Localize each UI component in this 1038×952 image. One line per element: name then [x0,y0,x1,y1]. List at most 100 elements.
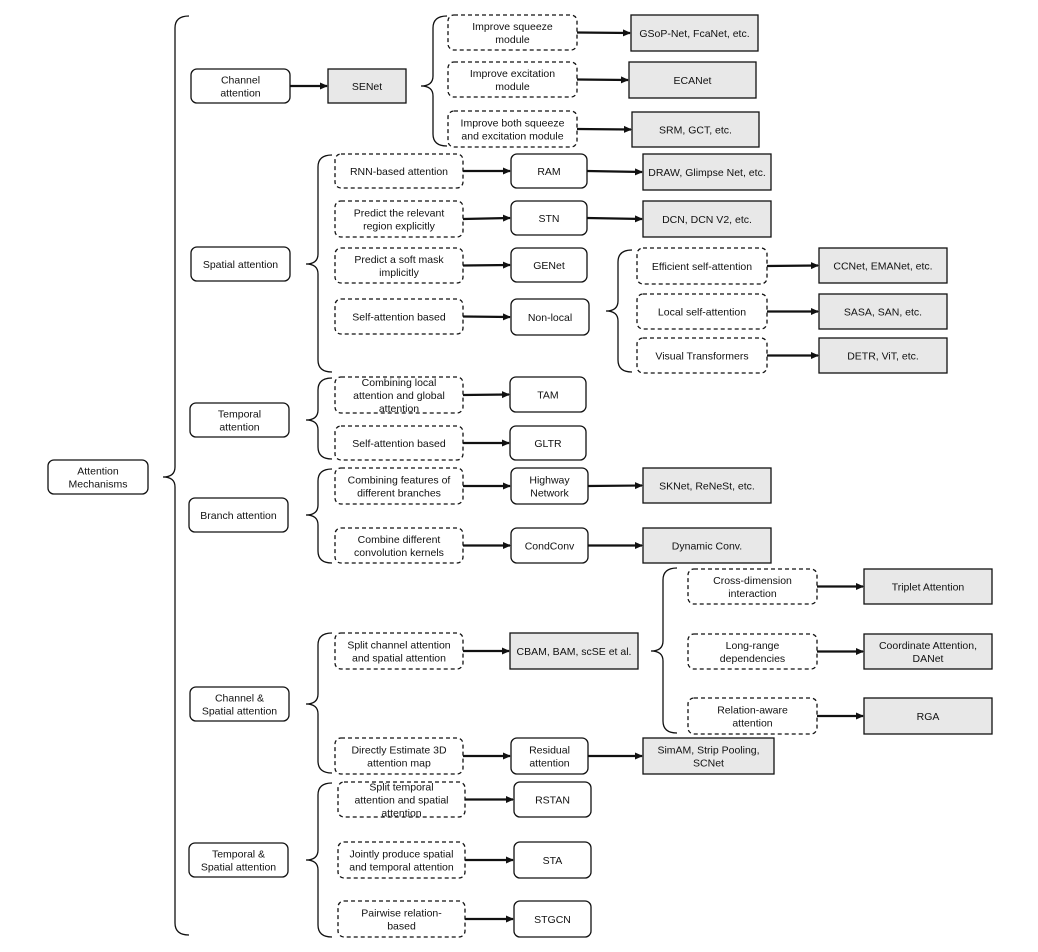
ecanet-node: ECANet [628,61,757,99]
combining-branches-label: Combining features of [348,474,451,486]
dynamic-conv-label: Dynamic Conv. [672,540,742,552]
ram-label: RAM [537,166,560,178]
cbam-box [509,632,639,670]
ram-to-draw-arrow [586,168,643,176]
combining-local-to-tam-arrow [462,391,510,399]
cat-channel-spatial-label: Spatial attention [202,705,277,717]
condconv-label: CondConv [525,540,575,552]
improve-both-to-srm-arrow [576,125,632,133]
genet-box [510,247,588,283]
rstan-label: RSTAN [535,794,570,806]
sta-box [513,841,592,879]
dynamic-conv-box [642,527,772,564]
coordinate-label: Coordinate Attention, [879,640,977,652]
split-channel-label: Split channel attention [347,639,450,651]
improve-excitation-box [447,61,578,98]
improve-both-label: and excitation module [461,130,563,142]
cat-temporal-spatial-label: Spatial attention [201,861,276,873]
dynamic-conv-node: Dynamic Conv. [642,527,772,564]
detr-label: DETR, ViT, etc. [847,350,919,362]
cat-temporal-spatial-node: Temporal &Spatial attention [188,842,289,878]
senet-node: SENet [327,68,407,104]
srm-box [631,111,760,148]
triplet-box [863,568,993,605]
genet-label: GENet [533,260,565,272]
ccnet-node: CCNet, EMANet, etc. [818,247,948,284]
local-self-box [636,293,768,330]
senet-box [327,68,407,104]
improve-excitation-label: module [495,81,530,93]
split-channel-label: and spatial attention [352,652,446,664]
long-range-label: Long-range [726,640,780,652]
combining-local-label: Combining local [362,377,437,389]
gltr-node: GLTR [509,425,587,461]
predict-explicit-label: Predict the relevant [354,207,445,219]
self-att-temporal-label: Self-attention based [352,438,446,450]
jointly-label: Jointly produce spatial [350,848,454,860]
pairwise-box [337,900,466,938]
simam-label: SCNet [693,757,724,769]
relation-aware-box [687,697,818,735]
efficient-self-label: Efficient self-attention [652,261,752,273]
combine-kernels-label: convolution kernels [354,547,444,559]
cat-branch-label: Branch attention [200,510,277,522]
coordinate-node: Coordinate Attention,DANet [863,633,993,670]
efficient-self-box [636,247,768,285]
ccnet-box [818,247,948,284]
combine-kernels-label: Combine different [358,534,441,546]
condconv-box [510,527,589,564]
stgcn-box [513,900,592,938]
combining-branches-box [334,467,464,505]
predict-implicit-label: implicitly [379,267,419,279]
residual-label: Residual [529,744,570,756]
stn-to-dcn-arrow [586,215,643,223]
combining-branches-label: different branches [357,487,441,499]
combining-local-label: attention [379,403,419,415]
root-label: Mechanisms [69,478,128,490]
root-box [47,459,149,495]
dcn-box [642,200,772,238]
self-att-temporal-box [334,425,464,461]
cat-channel-spatial-label: Channel & [215,692,264,704]
cat-branch-box [188,497,289,533]
residual-box [510,737,589,775]
highway-to-sknet-arrow [587,482,643,490]
simam-box [642,737,775,775]
jointly-box [337,841,466,879]
nonlocal-brace [605,249,633,373]
cbam-brace [650,567,678,734]
cbam-label: CBAM, BAM, scSE et al. [517,646,632,658]
draw-label: DRAW, Glimpse Net, etc. [648,167,765,179]
channel-brace [420,15,448,147]
ccnet-label: CCNet, EMANet, etc. [833,260,932,272]
gltr-label: GLTR [534,438,562,450]
temporal-brace [305,377,333,460]
ecanet-label: ECANet [674,75,712,87]
cat-temporal-spatial-label: Temporal & [212,848,265,860]
channel-spatial-brace [305,632,333,774]
cat-channel-label: attention [220,87,260,99]
spatial-brace [305,154,333,373]
improve-squeeze-label: Improve squeeze [472,21,553,33]
highway-label: Network [530,487,569,499]
nonlocal-node: Non-local [510,298,590,336]
simam-node: SimAM, Strip Pooling,SCNet [642,737,775,775]
long-range-label: dependencies [720,653,785,665]
cat-channel-box [190,68,291,104]
cat-channel-spatial-box [189,686,290,722]
local-self-node: Local self-attention [636,293,768,330]
srm-node: SRM, GCT, etc. [631,111,760,148]
self-att-spatial-node: Self-attention based [334,298,464,335]
sknet-label: SKNet, ReNeSt, etc. [659,480,755,492]
stgcn-node: STGCN [513,900,592,938]
directly-3d-label: attention map [367,757,431,769]
stn-box [510,200,588,236]
relation-aware-label: Relation-aware [717,704,788,716]
